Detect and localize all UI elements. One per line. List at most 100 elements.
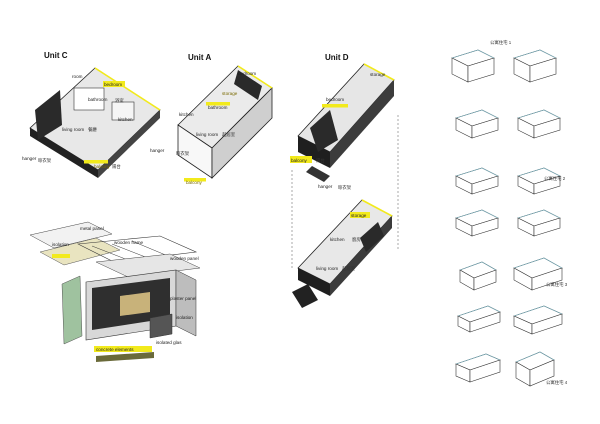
unit-d-cn-living: 起居室	[342, 265, 356, 272]
concrete-base	[96, 352, 154, 362]
unit-c-front-wall	[30, 128, 98, 178]
unit-d-label-living: living room	[316, 266, 338, 271]
combo-label-1: 公寓住宅 1	[490, 39, 512, 46]
unit-d-label-bedroom: bedroom	[326, 97, 344, 102]
unit-d-label-balcony: balcony	[291, 158, 308, 163]
unit-c-cn-dining: 餐廳	[88, 126, 97, 133]
combination-diagrams	[451, 49, 563, 387]
unit-a-balcony-bar	[184, 178, 206, 182]
unit-c-bedroom-tag	[103, 81, 125, 87]
unit-c-label-hanger: hanger	[22, 156, 37, 161]
unit-d-bedroom-bar	[322, 104, 348, 108]
end-wall-left	[61, 275, 83, 345]
concrete-elements-bar	[94, 346, 152, 352]
unit-c-stair	[35, 90, 62, 140]
unit-c-label-bedroom: bedroom	[104, 82, 122, 87]
unit-d-title: Unit D	[325, 53, 349, 62]
unit-d-cn-hanger: 晾衣架	[338, 184, 352, 191]
label-isolation-side: isolation	[176, 315, 193, 320]
label-plaster-panel: plaster panel	[170, 296, 196, 301]
unit-c-label-kitchen: kitchen	[118, 117, 133, 122]
combo-1a-side	[467, 57, 495, 83]
unit-d-cn-balcony: 陽台	[316, 157, 325, 164]
unit-d-axonometric: Unit D storage bedroom balcony 陽台 hanger…	[290, 53, 399, 308]
unit-c-room-box	[73, 87, 105, 111]
isolated-glass-block	[149, 313, 173, 339]
unit-c-balcony-bar	[84, 160, 108, 164]
label-metal-panel: metal panel	[80, 226, 104, 231]
combo-row-3	[455, 167, 561, 195]
unit-c-kitchen-box	[111, 101, 135, 121]
unit-a-label-kitchen: kitchen	[179, 112, 194, 117]
box-interior-panel	[120, 292, 150, 316]
combo-row-7	[455, 351, 555, 387]
combo-label-2: 公寓住宅 2	[544, 175, 566, 182]
wooden-frame-outline	[76, 235, 198, 263]
unit-d-cn-kitchen: 廚房	[352, 236, 361, 243]
unit-c-axonometric: Unit C room bedroom bathroom 浴室 kitchen …	[22, 51, 161, 178]
unit-d-label-storage2: storage	[351, 213, 367, 218]
label-wooden-panel: wooden panel	[170, 256, 199, 261]
unit-d-storage-tag	[350, 212, 370, 218]
combo-row-1	[451, 49, 557, 83]
unit-d-lower-highlight	[361, 199, 393, 217]
box-end-wall	[175, 269, 197, 337]
unit-a-bedroom-block	[234, 70, 262, 100]
combination-labels: 公寓住宅 1 公寓住宅 2 公寓住宅 3 公寓住宅 4	[490, 39, 568, 386]
unit-c-side-wall	[98, 110, 160, 178]
unit-d-lower-front	[298, 268, 330, 296]
unit-c-highlight-edge	[94, 67, 161, 111]
unit-c-label-room: room	[72, 74, 83, 79]
unit-d-lower-stair	[360, 222, 384, 252]
isolation-top-highlight	[52, 254, 70, 258]
unit-d-upper-steps	[306, 166, 330, 182]
unit-a-bathroom-bar	[206, 102, 230, 106]
unit-d-label-hanger: hanger	[318, 184, 333, 189]
combo-row-6	[457, 305, 563, 335]
unit-c-label-balcony: balcony	[94, 164, 111, 169]
combo-label-4: 公寓住宅 4	[546, 379, 568, 386]
combo-row-4	[455, 209, 561, 237]
label-wooden-frame: wooden frame	[114, 240, 144, 245]
wooden-frame-rib-3	[131, 240, 169, 257]
unit-c-label-bathroom: bathroom	[88, 97, 108, 102]
unit-d-upper-side	[330, 80, 394, 168]
unit-a-label-hanger: hanger	[150, 148, 165, 153]
unit-a-side-face	[211, 87, 273, 179]
combo-1b-edge	[513, 49, 557, 59]
label-concrete: concrete elements	[96, 347, 134, 352]
unit-a-highlight-edge	[237, 65, 273, 89]
unit-d-balcony-tag	[290, 157, 312, 163]
unit-a-cn-living: 起居室	[222, 131, 236, 138]
label-isolated-glas: isolated glas	[156, 340, 182, 345]
unit-d-label-kitchen: kitchen	[330, 237, 345, 242]
unit-d-upper-stair	[310, 110, 338, 152]
metal-panel-layer	[29, 221, 113, 249]
unit-c-cn-bathroom: 浴室	[115, 97, 124, 104]
unit-c-cn-balcony: 陽台	[112, 163, 121, 170]
unit-d-label-storage: storage	[370, 72, 386, 77]
unit-d-upper-highlight	[363, 63, 395, 81]
unit-d-upper-front	[298, 136, 330, 168]
wooden-frame-rib-1	[91, 245, 129, 261]
unit-d-lower-steps	[292, 284, 318, 308]
unit-a-cn-hanger: 晾衣架	[176, 150, 190, 157]
unit-a-label-storage: storage	[222, 91, 238, 96]
unit-a-label-living: living room	[196, 132, 218, 137]
unit-c-cn-hanger: 晾衣架	[38, 157, 52, 164]
combo-1a-edge	[451, 49, 495, 59]
unit-a-title: Unit A	[188, 53, 211, 62]
wooden-frame-rib-2	[111, 243, 149, 259]
combo-label-3: 公寓住宅 3	[546, 281, 568, 288]
combo-row-2	[455, 109, 561, 139]
unit-c-title: Unit C	[44, 51, 68, 60]
combo-1b-side	[529, 57, 557, 83]
unit-a-label-bedroom: bedroom	[238, 71, 256, 76]
unit-a-label-balcony: balcony	[186, 180, 203, 185]
exploded-assembly: metal panel isolation wooden frame woode…	[29, 221, 201, 362]
isolation-top-layer	[39, 237, 121, 266]
unit-a-axonometric: Unit A bedroom storage bathroom kitchen …	[150, 53, 273, 185]
combo-row-5	[459, 257, 563, 291]
